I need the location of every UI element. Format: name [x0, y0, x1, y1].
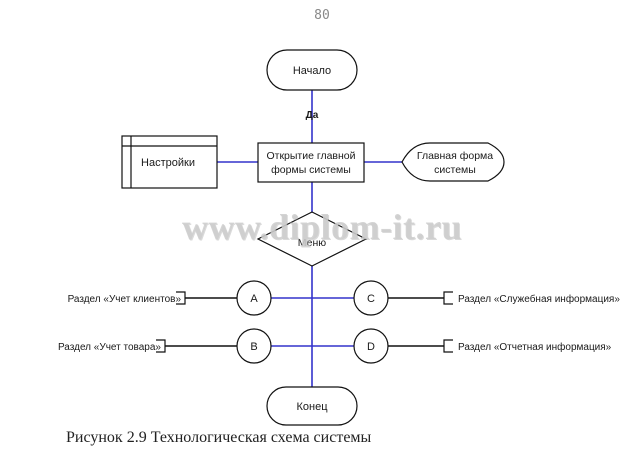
- yes-label: Да: [306, 110, 319, 121]
- section-clients: Раздел «Учет клиентов»: [68, 291, 186, 305]
- connector-lines: [165, 90, 444, 387]
- section-clients-label: Раздел «Учет клиентов»: [68, 294, 182, 305]
- main-form-display: Главная форма системы: [401, 142, 505, 182]
- page-number: 80: [314, 8, 330, 23]
- start-terminal: Начало: [266, 49, 358, 91]
- section-reports: Раздел «Отчетная информация»: [443, 339, 612, 353]
- node-c-label: C: [367, 293, 375, 305]
- settings-label: Настройки: [141, 157, 195, 169]
- section-reports-label: Раздел «Отчетная информация»: [458, 341, 612, 353]
- node-b: B: [236, 328, 272, 364]
- open-main-form-process: Открытие главной формы системы: [257, 142, 365, 183]
- open-main-line2: формы системы: [271, 164, 351, 176]
- end-label: Конец: [296, 401, 328, 413]
- node-c: C: [353, 280, 389, 316]
- section-goods: Раздел «Учет товара»: [58, 339, 166, 353]
- settings-box: Настройки: [121, 135, 218, 189]
- end-terminal: Конец: [266, 386, 358, 426]
- node-d: D: [353, 328, 389, 364]
- node-a-label: A: [250, 293, 258, 305]
- menu-decision: Меню: [256, 211, 368, 267]
- start-label: Начало: [293, 65, 331, 77]
- node-d-label: D: [367, 341, 375, 353]
- section-service-label: Раздел «Служебная информация»: [458, 293, 620, 305]
- open-main-line1: Открытие главной: [266, 150, 355, 162]
- node-a: A: [236, 280, 272, 316]
- section-service: Раздел «Служебная информация»: [443, 291, 620, 305]
- menu-label: Меню: [298, 237, 327, 249]
- node-b-label: B: [250, 341, 257, 353]
- figure-caption: Рисунок 2.9 Технологическая схема систем…: [66, 429, 372, 446]
- main-form-line2: системы: [434, 164, 476, 176]
- main-form-line1: Главная форма: [417, 150, 493, 162]
- section-goods-label: Раздел «Учет товара»: [58, 342, 161, 353]
